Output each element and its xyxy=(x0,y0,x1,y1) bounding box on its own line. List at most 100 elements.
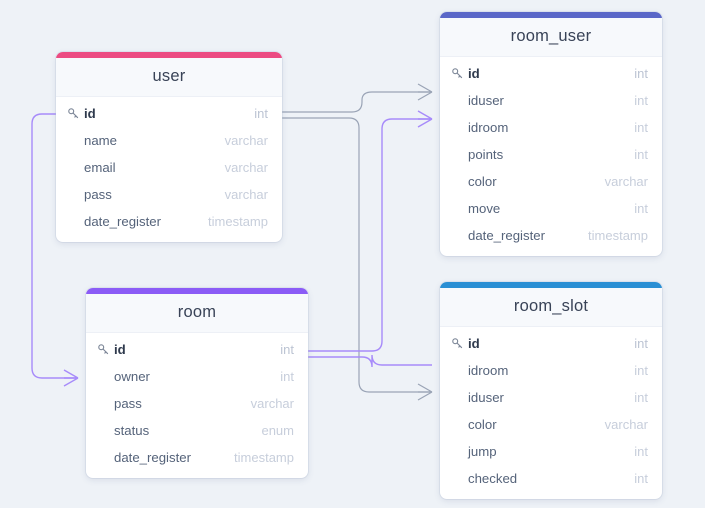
field-type: int xyxy=(634,444,648,459)
field-type: timestamp xyxy=(588,228,648,243)
field-row-room_user-move[interactable]: move int xyxy=(440,195,662,222)
crowsfoot-room_slot-iduser xyxy=(417,383,433,401)
field-name: email xyxy=(84,160,116,175)
edge-user-room-owner[interactable] xyxy=(31,113,78,379)
edge-room-room_user[interactable] xyxy=(308,118,432,352)
field-row-room_slot-idroom[interactable]: idroom int xyxy=(440,357,662,384)
field-name: owner xyxy=(114,369,150,384)
field-name: date_register xyxy=(84,214,161,229)
field-name: checked xyxy=(468,471,518,486)
field-type: timestamp xyxy=(234,450,294,465)
edge-user-room_user[interactable] xyxy=(282,91,432,113)
field-type: varchar xyxy=(224,187,268,202)
field-row-user-id[interactable]: id int xyxy=(56,100,282,127)
field-type: int xyxy=(254,106,268,121)
key-slot xyxy=(67,107,84,120)
field-name: points xyxy=(468,147,504,162)
field-type: int xyxy=(634,336,648,351)
field-name: pass xyxy=(114,396,142,411)
field-type: varchar xyxy=(224,160,268,175)
field-type: varchar xyxy=(604,174,648,189)
field-name: color xyxy=(468,174,497,189)
field-name: iduser xyxy=(468,390,504,405)
field-type: int xyxy=(634,390,648,405)
field-row-room-pass[interactable]: pass varchar xyxy=(86,390,308,417)
field-name: idroom xyxy=(468,363,509,378)
crowsfoot-room_user-idroom xyxy=(417,110,433,128)
field-name: id xyxy=(114,342,126,357)
field-type: int xyxy=(634,66,648,81)
field-type: int xyxy=(634,471,648,486)
key-slot xyxy=(451,67,468,80)
field-type: timestamp xyxy=(208,214,268,229)
primary-key-icon xyxy=(452,338,463,349)
field-type: int xyxy=(634,120,648,135)
field-name: color xyxy=(468,417,497,432)
field-row-room_slot-checked[interactable]: checked int xyxy=(440,465,662,492)
field-row-room_user-id[interactable]: id int xyxy=(440,60,662,87)
field-row-user-email[interactable]: email varchar xyxy=(56,154,282,181)
table-title-room: room xyxy=(86,294,308,333)
field-type: varchar xyxy=(604,417,648,432)
field-type: int xyxy=(634,363,648,378)
field-name: id xyxy=(468,66,480,81)
field-name: name xyxy=(84,133,117,148)
field-name: date_register xyxy=(468,228,545,243)
field-row-room_user-date_register[interactable]: date_register timestamp xyxy=(440,222,662,249)
field-name: jump xyxy=(468,444,497,459)
field-row-room-status[interactable]: status enum xyxy=(86,417,308,444)
field-row-room_user-points[interactable]: points int xyxy=(440,141,662,168)
crowsfoot-room_user-iduser xyxy=(417,83,433,101)
table-accent-bar-room_user xyxy=(440,12,662,18)
table-accent-bar-room xyxy=(86,288,308,294)
erd-table-room[interactable]: room id int owner int pass varchar status enum d… xyxy=(86,288,308,478)
crowsfoot-room-owner xyxy=(63,369,79,387)
field-row-room_slot-color[interactable]: color varchar xyxy=(440,411,662,438)
primary-key-icon xyxy=(68,108,79,119)
field-type: int xyxy=(634,93,648,108)
table-fields: id int iduser int idroom int points int color var… xyxy=(440,57,662,256)
field-type: int xyxy=(634,201,648,216)
field-name: idroom xyxy=(468,120,509,135)
field-type: int xyxy=(280,342,294,357)
field-row-user-pass[interactable]: pass varchar xyxy=(56,181,282,208)
field-row-room_slot-id[interactable]: id int xyxy=(440,330,662,357)
field-row-room_user-idroom[interactable]: idroom int xyxy=(440,114,662,141)
key-slot xyxy=(451,337,468,350)
field-type: int xyxy=(280,369,294,384)
edge-user-room_slot[interactable] xyxy=(282,117,432,393)
field-row-room-owner[interactable]: owner int xyxy=(86,363,308,390)
field-row-user-date_register[interactable]: date_register timestamp xyxy=(56,208,282,235)
field-name: status xyxy=(114,423,150,438)
field-row-room_user-iduser[interactable]: iduser int xyxy=(440,87,662,114)
field-row-room-id[interactable]: id int xyxy=(86,336,308,363)
table-fields: id int idroom int iduser int color varchar jump i… xyxy=(440,327,662,499)
primary-key-icon xyxy=(452,68,463,79)
field-name: id xyxy=(84,106,96,121)
edge-room-room_slot[interactable] xyxy=(308,354,432,368)
field-name: move xyxy=(468,201,501,216)
table-title-user: user xyxy=(56,58,282,97)
field-row-user-name[interactable]: name varchar xyxy=(56,127,282,154)
erd-table-user[interactable]: user id int name varchar email varchar pass var… xyxy=(56,52,282,242)
field-row-room_slot-jump[interactable]: jump int xyxy=(440,438,662,465)
field-name: iduser xyxy=(468,93,504,108)
table-accent-bar-user xyxy=(56,52,282,58)
field-type: enum xyxy=(261,423,294,438)
field-type: varchar xyxy=(224,133,268,148)
key-slot xyxy=(97,343,114,356)
field-row-room_slot-iduser[interactable]: iduser int xyxy=(440,384,662,411)
field-name: pass xyxy=(84,187,112,202)
table-title-room_user: room_user xyxy=(440,18,662,57)
field-type: varchar xyxy=(250,396,294,411)
field-name: id xyxy=(468,336,480,351)
field-row-room_user-color[interactable]: color varchar xyxy=(440,168,662,195)
field-type: int xyxy=(634,147,648,162)
table-fields: id int owner int pass varchar status enum date_r… xyxy=(86,333,308,478)
table-fields: id int name varchar email varchar pass varchar d… xyxy=(56,97,282,242)
